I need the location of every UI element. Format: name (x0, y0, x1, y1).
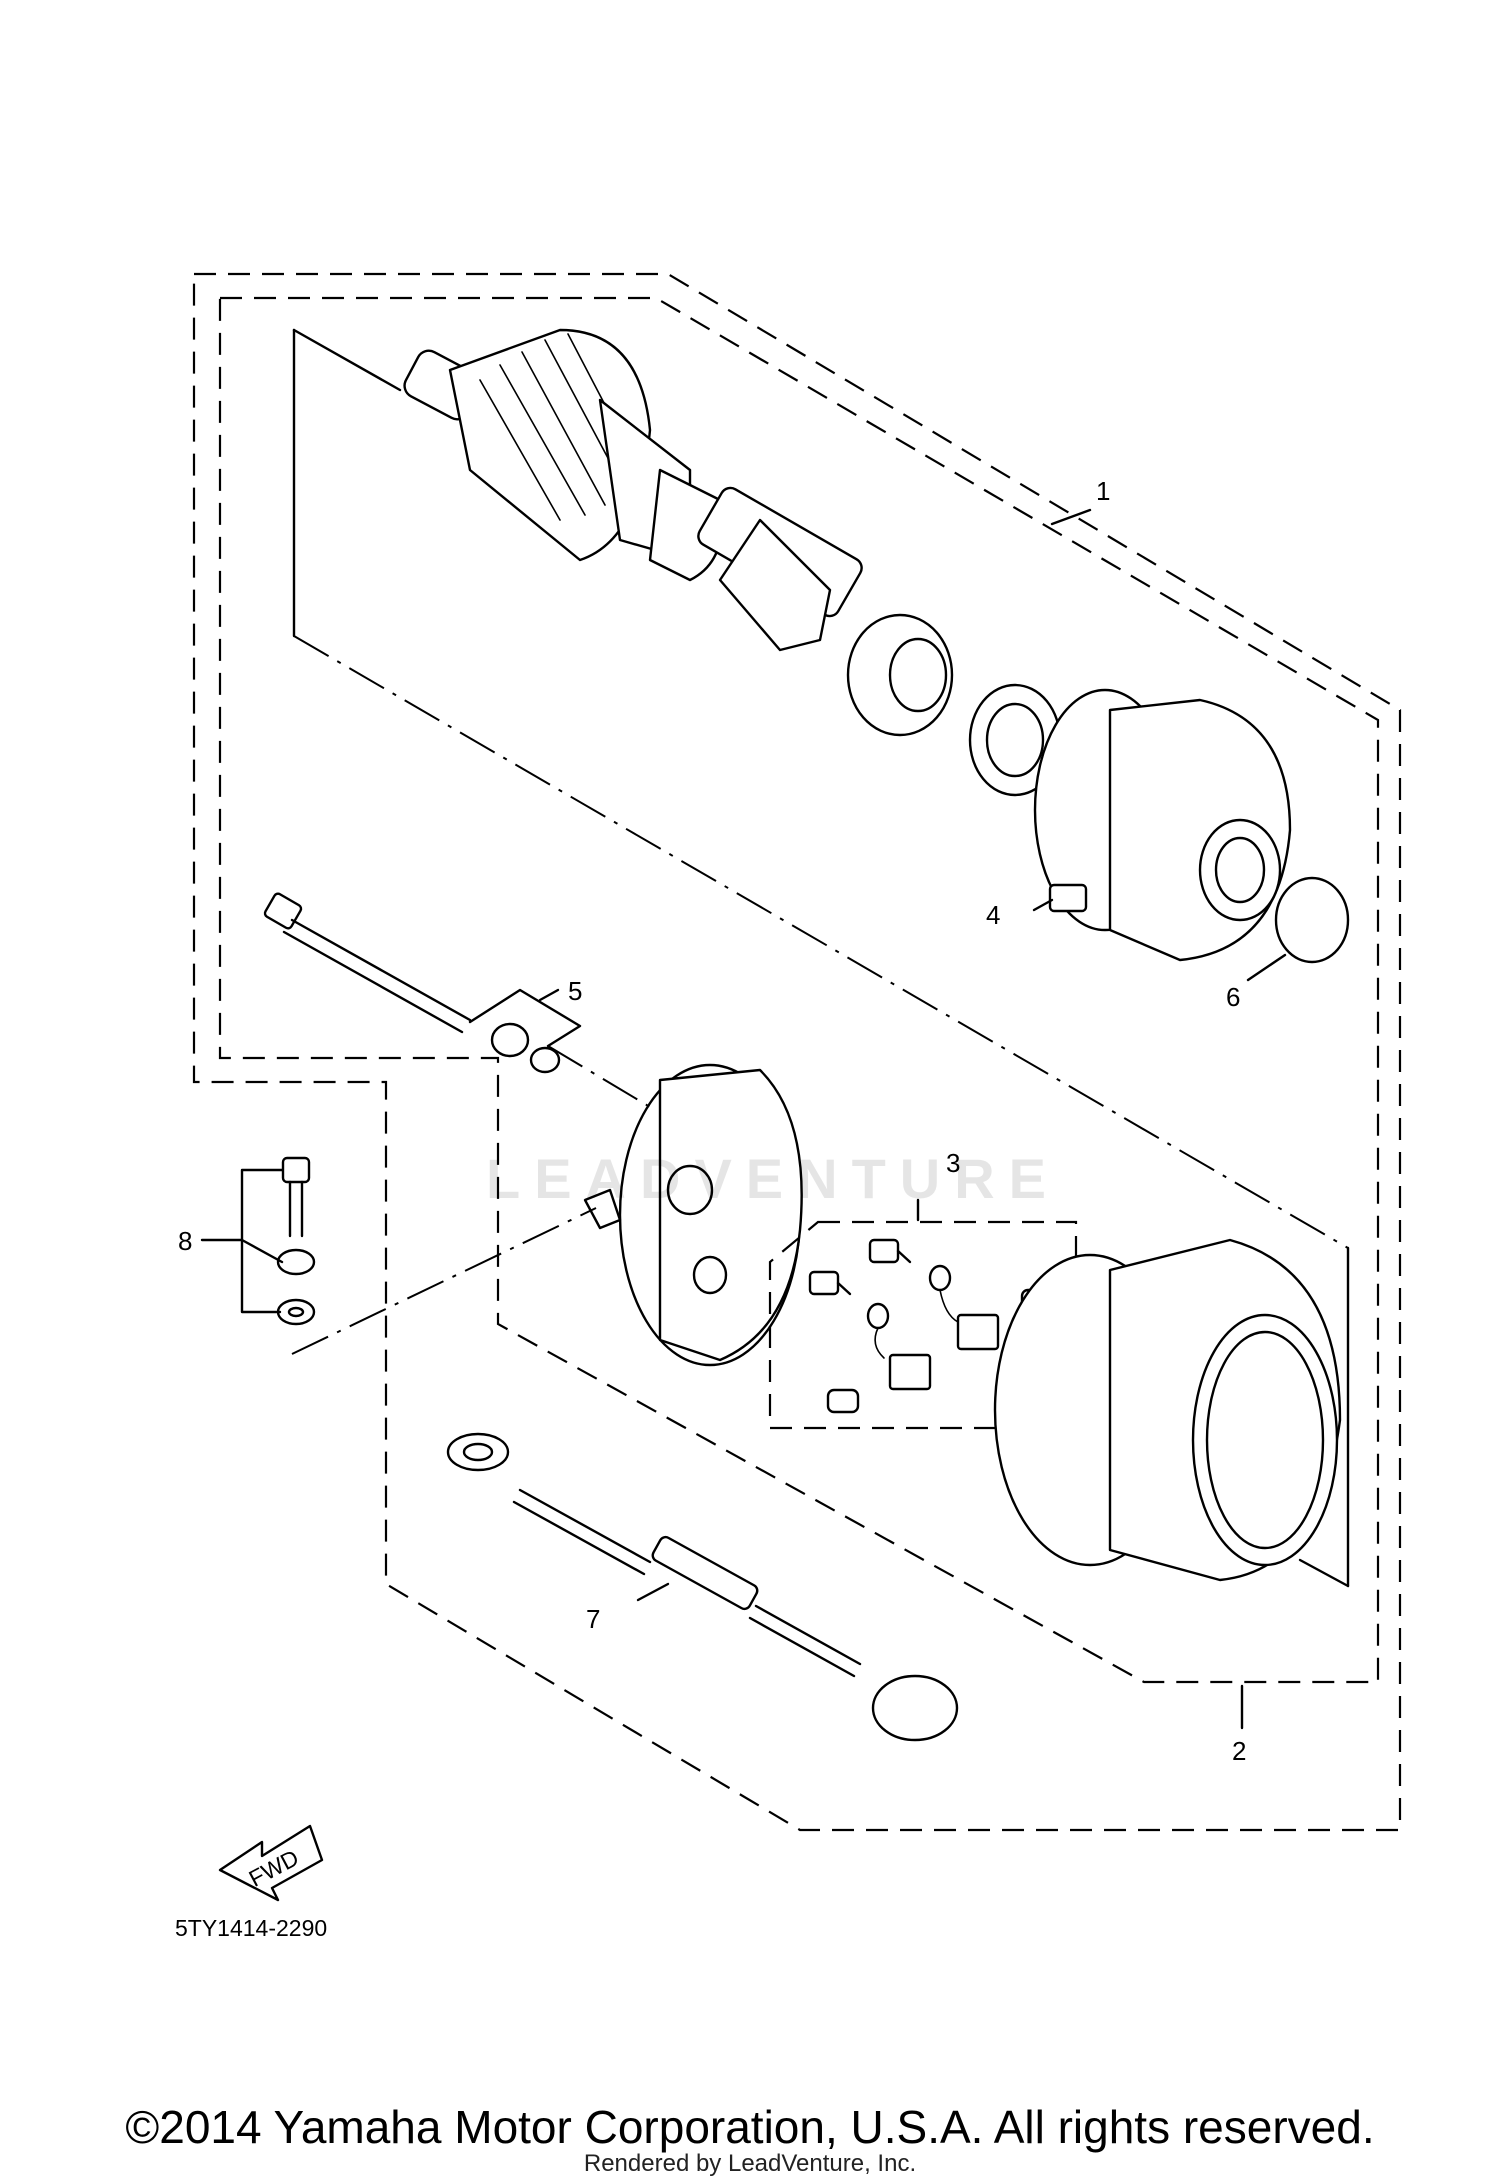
callout-7: 7 (586, 1604, 600, 1634)
front-cover (1033, 688, 1292, 962)
brush-kit-boundary (768, 1220, 1078, 1430)
callout-6: 6 (1226, 982, 1240, 1012)
o-ring-small (529, 1046, 561, 1074)
callout-1: 1 (1096, 476, 1110, 506)
outer-assembly-boundary (192, 272, 1402, 1832)
copyright: ©2014 Yamaha Motor Corporation, U.S.A. A… (125, 2101, 1375, 2153)
callout-2: 2 (1232, 1736, 1246, 1766)
inner-assembly-boundary (218, 296, 1380, 1684)
watermark: LEADVENTURE (486, 1147, 1061, 1210)
rendered-by: Rendered by LeadVenture, Inc. (583, 2150, 917, 2177)
rear-cover (583, 1063, 803, 1367)
bearing (846, 613, 954, 737)
lead-wire (446, 1432, 959, 1742)
armature-axis-line (293, 635, 1349, 1249)
callout-3: 3 (946, 1148, 960, 1178)
armature (403, 328, 863, 652)
callout-5: 5 (568, 976, 582, 1006)
fwd-arrow-icon: FWD (218, 1824, 324, 1902)
through-bolt (263, 892, 472, 1034)
washer (490, 1022, 530, 1058)
yoke (993, 1238, 1342, 1582)
oil-seal (968, 683, 1062, 797)
part-code: 5TY1414-2290 (175, 1915, 327, 1941)
callout-8: 8 (178, 1226, 192, 1256)
fastener-set (276, 1156, 316, 1326)
o-ring (1274, 876, 1350, 964)
callout-4: 4 (986, 900, 1000, 930)
